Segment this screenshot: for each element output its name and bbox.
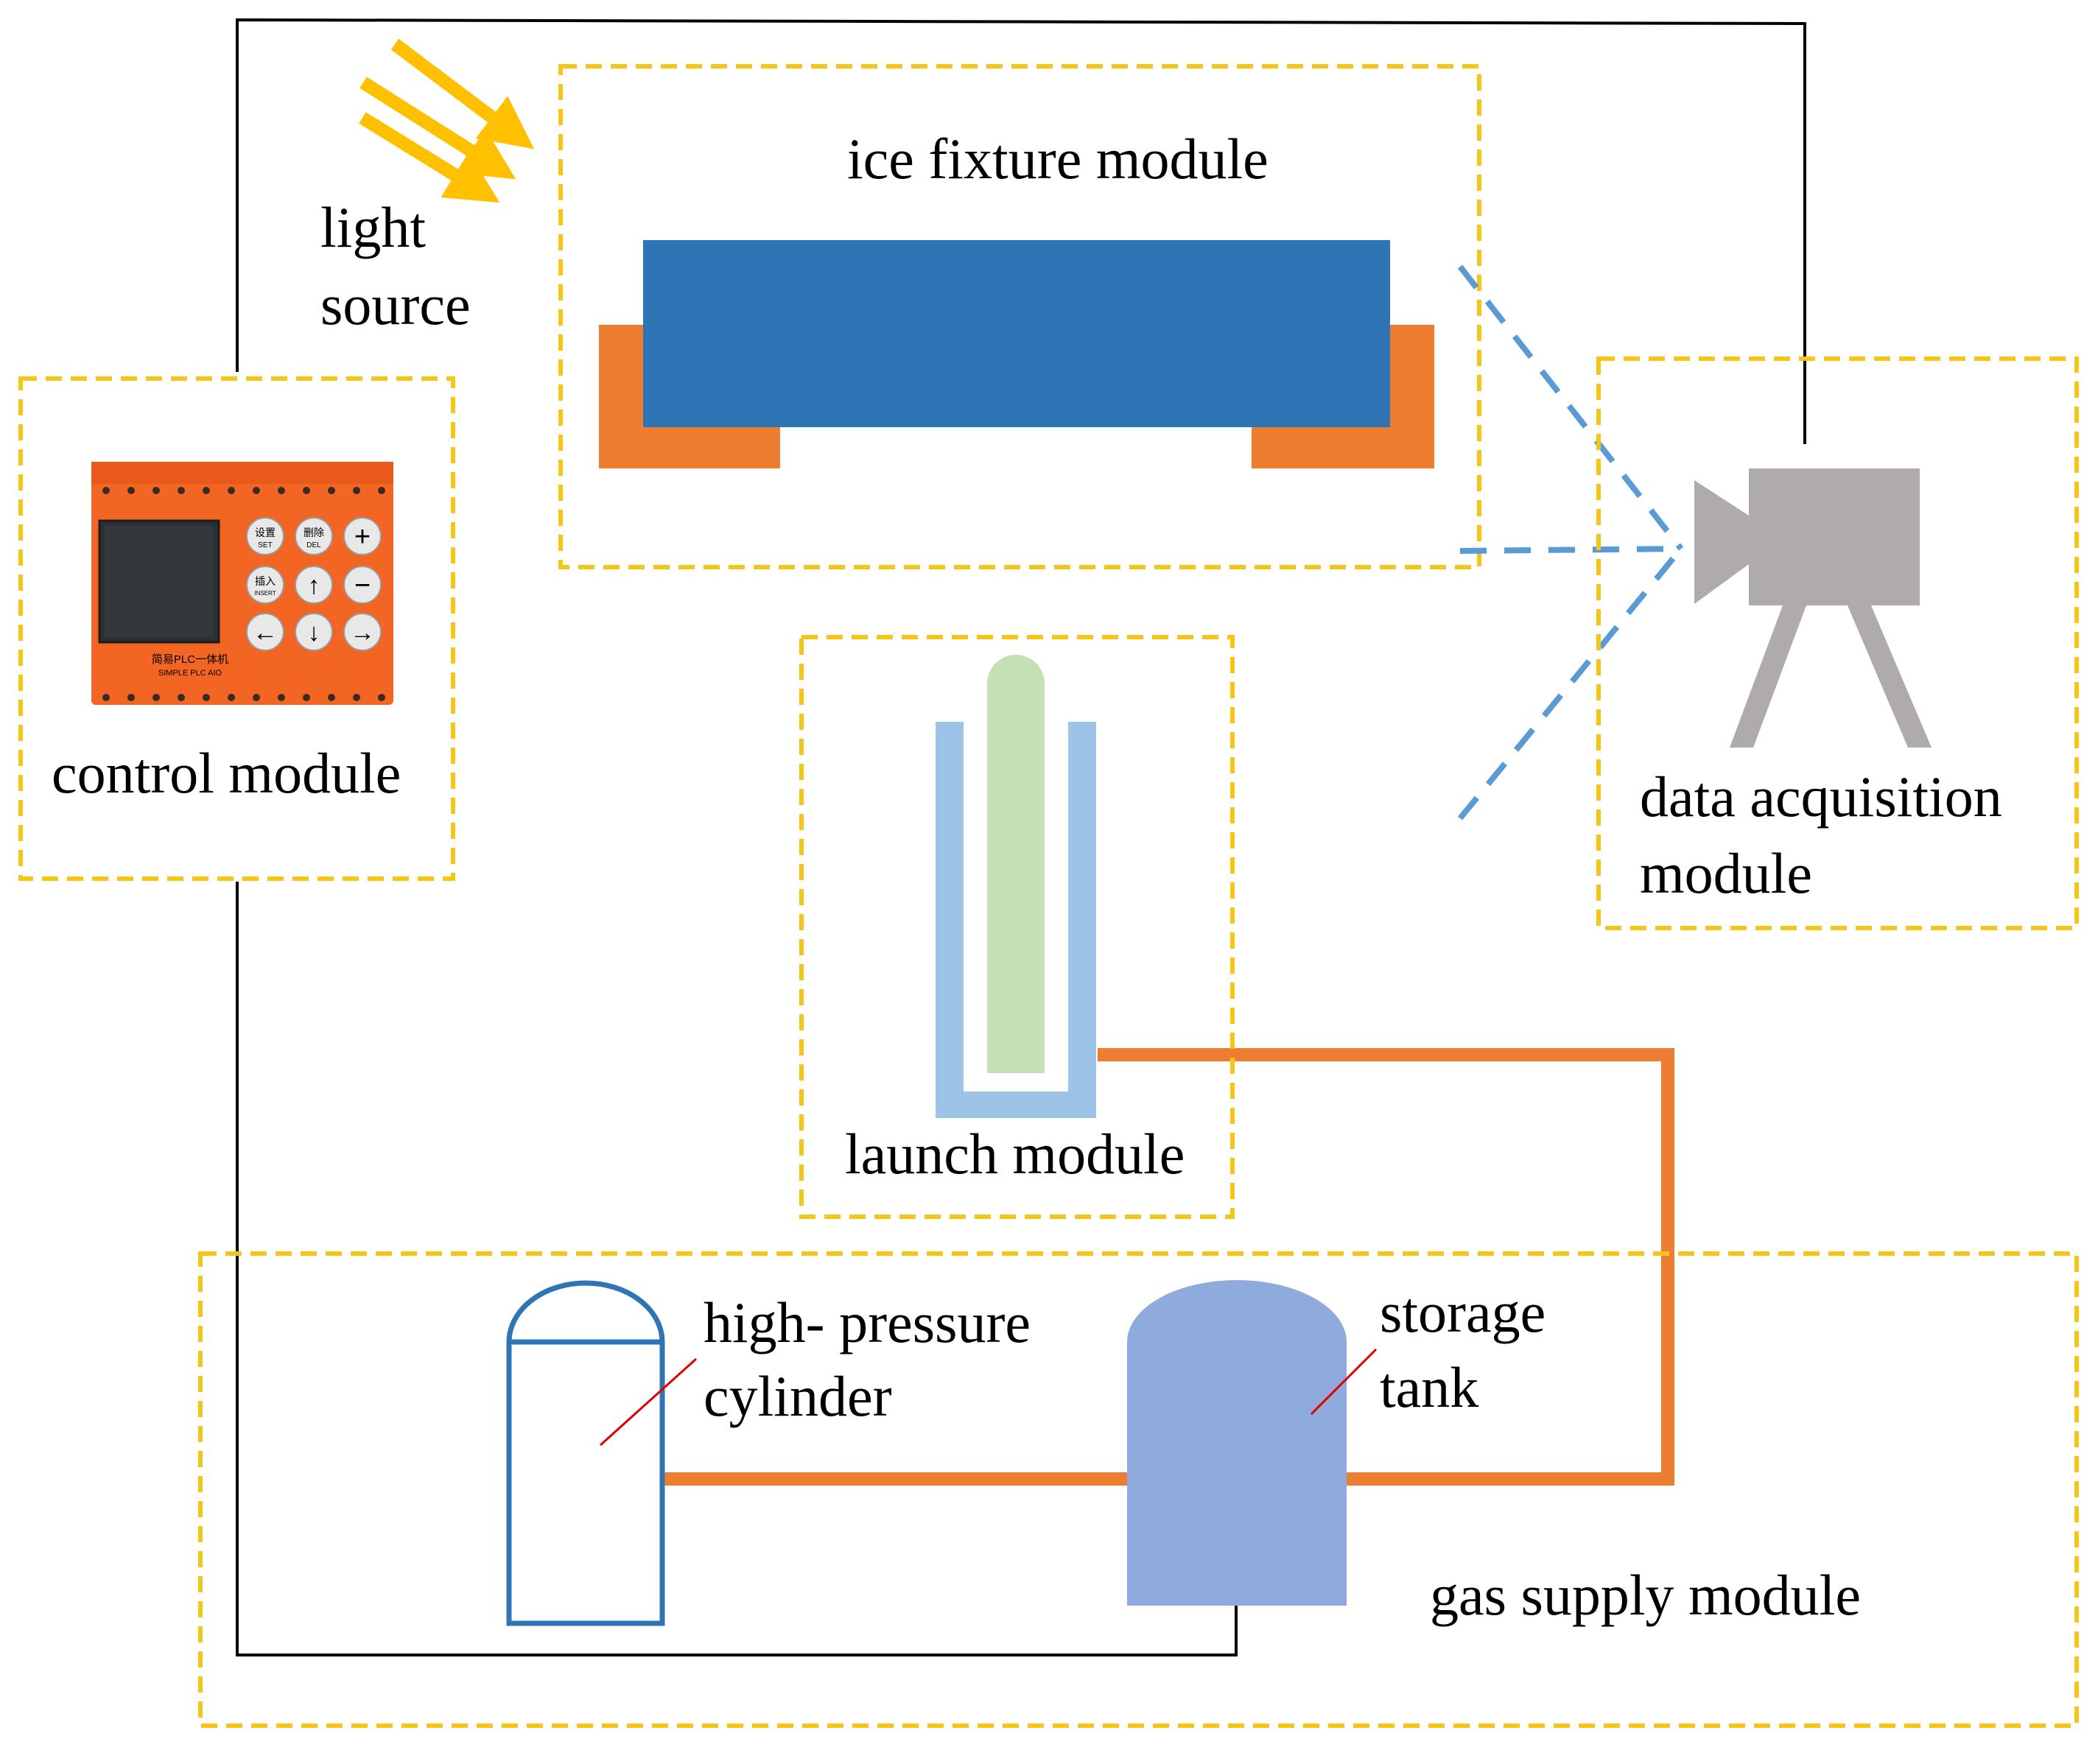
svg-text:−: − [354,570,371,601]
wire-control-to-camera [236,18,1806,444]
module-border [799,635,1235,1219]
plc-key-up[interactable]: ↑ [295,566,333,604]
signal-wires [236,18,1806,1656]
camera-body [1749,468,1920,605]
svg-text:←: ← [253,619,278,647]
light-ray [359,112,500,203]
plc-device: 简易PLC一体机 SIMPLE PLC AIO 设置 SET 删除 DEL + [91,462,393,705]
module-border [1596,356,2079,930]
plc-key-minus[interactable]: − [343,566,382,604]
fixture-left-base [643,427,780,468]
data-acquisition-module: data acquisition module [1596,356,2079,930]
svg-text:设置: 设置 [255,527,276,538]
plc-top-terminals [102,487,385,494]
ice-fixture-module-label: ice fixture module [847,127,1269,191]
plc-bottom-terminals [102,694,385,701]
storage-tank-label-line2: tank [1380,1355,1478,1419]
data-acquisition-label-line2: module [1640,841,1812,905]
plc-key-left[interactable]: ← [246,613,284,651]
light-source-label-line1: light [320,195,426,259]
plc-key-insert[interactable]: 插入 INSERT [246,566,284,604]
ice-fixture-module: ice fixture module [558,64,1481,569]
projectile [987,655,1045,1073]
plc-screen-glare [105,526,214,637]
storage-tank [1127,1280,1347,1606]
light-ray [390,38,535,150]
sight-line-middle [1459,546,1682,554]
camera-lens [1694,480,1749,604]
plc-title-cn: 简易PLC一体机 [152,653,228,666]
data-acquisition-label-line1: data acquisition [1640,765,2002,829]
pipe-tank-to-launcher [1098,1048,1674,1486]
plc-key-del[interactable]: 删除 DEL [295,517,333,555]
svg-text:插入: 插入 [255,575,276,587]
launch-module: launch module [799,635,1235,1219]
camera-leg-right [1848,605,1932,748]
sight-line-upper [1457,264,1684,551]
storage-tank-label-line1: storage [1380,1280,1546,1344]
plc-key-right[interactable]: → [343,613,382,651]
fixture-left-post [599,325,643,468]
high-pressure-label-line1: high- pressure [704,1290,1031,1354]
high-pressure-label-line2: cylinder [704,1364,892,1428]
light-source-label-line2: source [320,273,471,337]
svg-text:↑: ↑ [308,572,320,600]
plc-top-strip [91,462,393,484]
camera-leg-left [1730,605,1806,748]
svg-text:SET: SET [258,541,272,549]
gas-supply-module-label: gas supply module [1430,1563,1861,1627]
cylinder-pointer [599,1357,698,1447]
svg-text:+: + [354,521,371,552]
plc-keypad: 设置 SET 删除 DEL + 插入 INSERT [246,517,382,651]
launch-tube [936,722,1096,1118]
control-module: 简易PLC一体机 SIMPLE PLC AIO 设置 SET 删除 DEL + [18,376,455,881]
module-border [198,1251,2079,1728]
high-pressure-cylinder [506,1280,665,1626]
svg-text:↓: ↓ [308,619,320,647]
module-border [558,64,1481,569]
plc-key-set[interactable]: 设置 SET [246,517,284,555]
plc-key-down[interactable]: ↓ [295,613,333,651]
fixture-right-post [1390,325,1434,468]
svg-text:→: → [350,619,375,647]
tank-pointer [1310,1348,1378,1416]
svg-text:删除: 删除 [304,527,324,538]
module-border [18,376,455,881]
camera-icon [1694,468,1932,748]
svg-text:INSERT: INSERT [254,590,276,597]
gas-pipes [662,1048,1674,1486]
sight-line-lower [1457,547,1684,820]
ice-block [643,240,1390,427]
fixture-right-base [1252,427,1390,468]
control-module-label: control module [52,741,401,805]
plc-key-plus[interactable]: + [343,517,382,555]
svg-text:DEL: DEL [306,541,321,549]
plc-title-en: SIMPLE PLC AIO [158,669,222,678]
wire-control-to-tank [236,882,1238,1656]
gas-supply-module: high- pressure cylinder storage tank gas… [198,1251,2079,1728]
launch-module-label: launch module [845,1122,1185,1186]
light-source-icon [359,38,535,203]
camera-sight-lines [1457,264,1684,820]
